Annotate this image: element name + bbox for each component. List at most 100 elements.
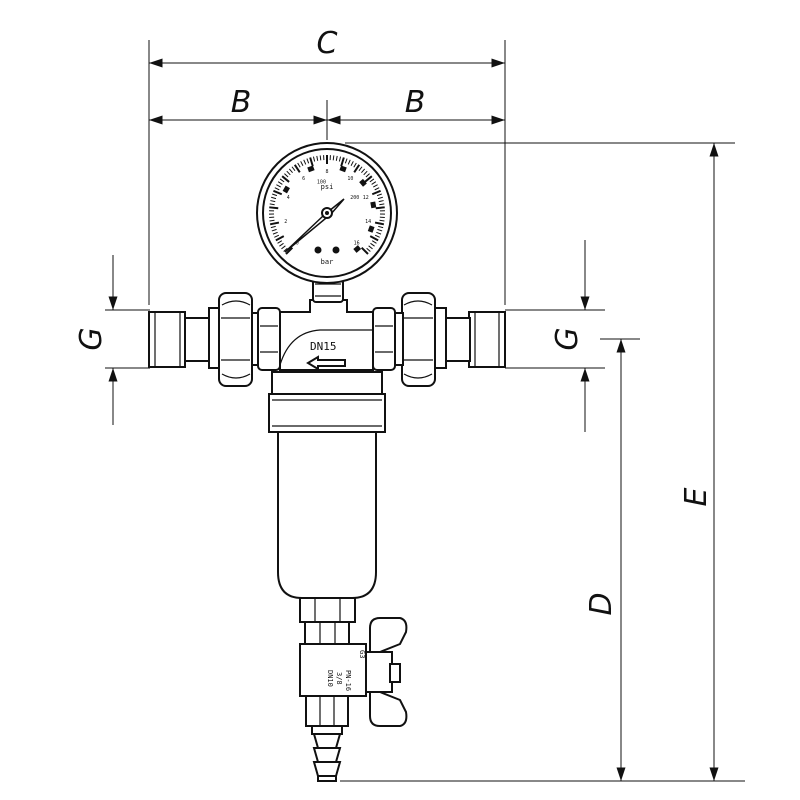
gauge-tick	[270, 200, 276, 203]
gauge-tick	[363, 170, 368, 176]
gauge-tick	[378, 200, 384, 203]
gauge-bar-tick-label: 12	[363, 195, 369, 201]
gauge-tick	[277, 240, 283, 244]
gauge-screw	[332, 246, 340, 254]
hex-nut	[257, 307, 281, 371]
union-nut	[218, 292, 253, 387]
gauge-tick	[269, 219, 275, 222]
gauge-tick	[376, 193, 382, 197]
gauge-tick	[371, 240, 377, 244]
dimension-g-right: G	[505, 240, 605, 432]
gauge-psi-tick-label: 100	[317, 179, 326, 185]
gauge-tick	[276, 184, 282, 188]
gauge-tick	[291, 166, 296, 172]
gauge-tick	[269, 221, 280, 226]
gauge-marker	[307, 165, 315, 173]
gauge-marker	[367, 225, 375, 233]
handle-nut	[389, 663, 401, 683]
gauge-tick	[274, 234, 280, 238]
gauge-tick	[272, 231, 278, 235]
gauge-tick	[366, 247, 371, 252]
gauge-bar-label: bar	[321, 258, 334, 266]
gauge-tick	[378, 225, 384, 229]
gauge-tick	[377, 196, 383, 200]
gauge-tick	[279, 178, 285, 183]
gauge-tick	[269, 206, 279, 210]
gauge-tick	[376, 231, 382, 235]
valve-brand-text: G3	[358, 650, 366, 658]
gauge-bar-tick-label: 14	[365, 219, 371, 225]
valve-size-text: 3/8	[335, 672, 343, 685]
dimension-c-label: C	[317, 26, 338, 61]
drain-adapter	[299, 597, 356, 623]
gauge-marker	[339, 165, 347, 173]
gauge-tick	[277, 181, 283, 185]
gauge-tick	[281, 175, 290, 183]
gauge-tick	[344, 158, 348, 164]
gauge-tick	[358, 166, 363, 172]
gauge-tick	[283, 247, 288, 252]
gauge-tick	[375, 206, 385, 210]
gauge-tick	[306, 158, 310, 164]
gauge-tick	[274, 187, 280, 191]
gauge-tick	[340, 157, 345, 167]
butterfly-handle-upper[interactable]	[369, 617, 408, 653]
gauge-bar-tick-label: 0	[296, 241, 299, 247]
gauge-tick	[309, 157, 314, 167]
transparent-bowl	[277, 431, 377, 599]
gauge-tick	[371, 181, 377, 185]
gauge-tick	[271, 228, 277, 232]
gauge-tick	[379, 219, 385, 222]
valve-pn-text: PN-16	[344, 670, 352, 691]
gauge-tick	[360, 246, 369, 255]
gauge-tick	[369, 235, 379, 242]
dimension-g-left-label: G	[74, 327, 109, 350]
butterfly-handle-lower[interactable]	[369, 691, 408, 727]
gauge-bar-tick-label: 6	[302, 176, 305, 182]
dn-label: DN15	[310, 340, 337, 353]
dimension-e-label: E	[679, 487, 714, 506]
dimension-g-left: G	[74, 255, 150, 425]
gauge-tick	[275, 235, 285, 242]
gauge-tick	[293, 164, 301, 173]
bowl-collar-ring	[268, 393, 386, 433]
hose-barb	[312, 733, 342, 782]
gauge-bar-tick-label: 2	[284, 219, 287, 225]
gauge-tick	[372, 184, 378, 188]
gauge-tick	[377, 228, 383, 232]
gauge-tick	[368, 245, 373, 250]
gauge-psi-label: psi	[321, 183, 334, 191]
dimension-g-right-label: G	[550, 327, 585, 350]
gauge-tick	[364, 175, 373, 183]
gauge-tick	[300, 161, 304, 167]
gauge-marker	[282, 185, 290, 194]
body-contour	[279, 329, 373, 366]
gauge-tick	[273, 189, 283, 196]
gauge-tick	[297, 162, 301, 168]
valve-outlet-nut	[305, 695, 349, 727]
left-arrow-icon	[306, 355, 346, 371]
dimension-d-label: D	[584, 592, 619, 615]
gauge-tick	[347, 159, 351, 165]
valve-dn-text: DN10	[326, 670, 334, 687]
gauge-tick	[312, 156, 316, 162]
valve-nut-top	[304, 621, 350, 645]
dimension-d: D	[584, 338, 640, 781]
gauge-tick	[338, 156, 342, 162]
drain-ball-valve: PN-16 3/8 DN10 G3	[299, 617, 408, 782]
dimension-e: E	[340, 142, 745, 782]
gauge-tick	[272, 193, 278, 197]
union-nut	[401, 292, 436, 387]
filter-head: DN15	[279, 299, 374, 371]
gauge-tick	[286, 170, 291, 176]
gauge-tick	[379, 203, 385, 206]
pipe-stub	[184, 317, 212, 362]
gauge-tick	[369, 178, 375, 183]
valve-marking: PN-16 3/8 DN10 G3	[326, 650, 366, 691]
gauge-tick	[353, 164, 361, 173]
dimension-c: C	[148, 26, 506, 305]
gauge-tick	[365, 173, 370, 178]
gauge-tick	[361, 168, 366, 174]
